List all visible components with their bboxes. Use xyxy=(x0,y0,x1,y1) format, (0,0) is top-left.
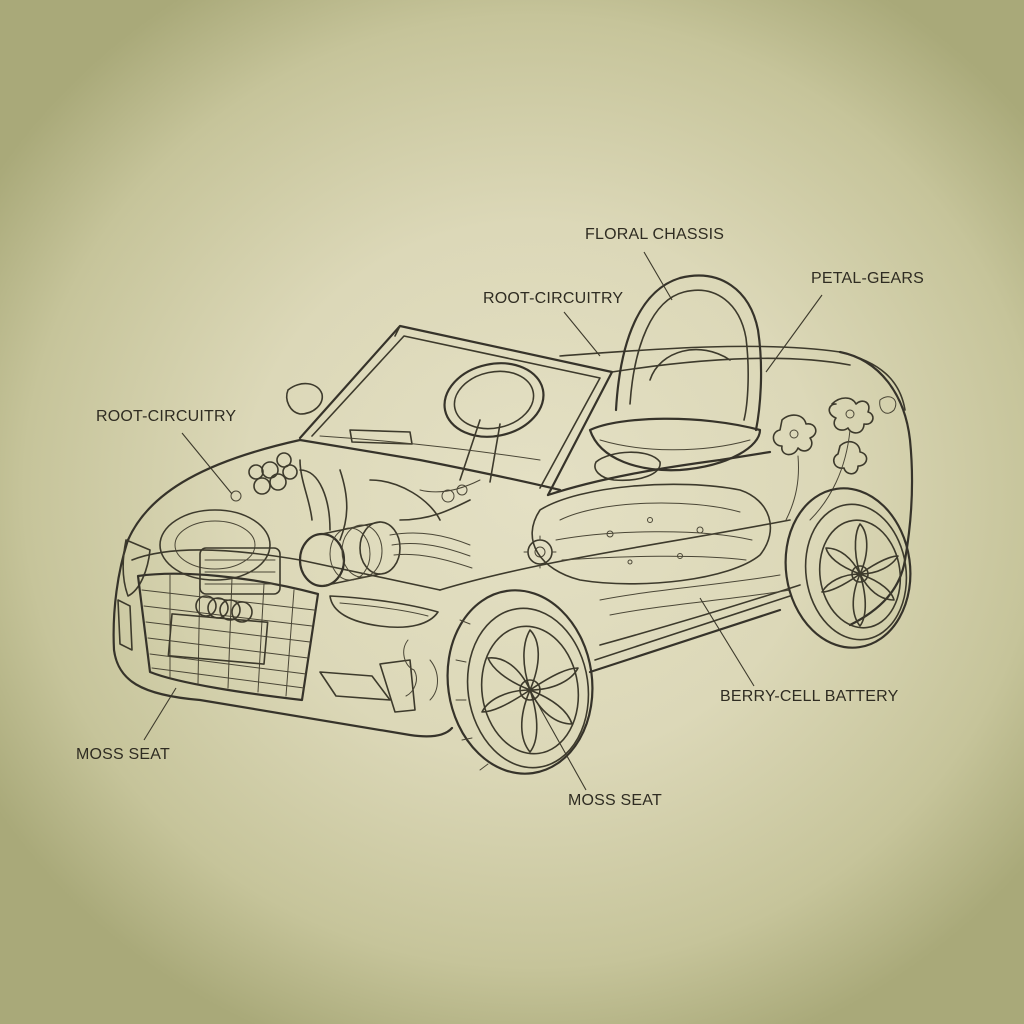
leader-petal-gears xyxy=(765,294,823,373)
steering-wheel xyxy=(319,362,545,483)
label-root-circuitry-left: ROOT-CIRCUITRY xyxy=(96,408,237,425)
label-petal-gears: PETAL-GEARS xyxy=(811,270,925,287)
leader-moss-seat-left xyxy=(143,687,177,741)
label-root-circuitry-top: ROOT-CIRCUITRY xyxy=(483,290,624,307)
leader-floral-chassis xyxy=(643,251,673,301)
car-body xyxy=(112,324,914,738)
engine-bay xyxy=(159,452,557,595)
label-berry-cell-battery: BERRY-CELL BATTERY xyxy=(720,688,899,705)
front-wheel xyxy=(446,589,594,775)
label-moss-seat-left: MOSS SEAT xyxy=(76,746,170,763)
leader-root-circuitry-left xyxy=(181,432,233,495)
battery-moss-pod xyxy=(531,483,791,616)
leader-root-circuitry-top xyxy=(563,311,601,357)
front-grille xyxy=(136,572,320,702)
seat xyxy=(588,274,763,472)
leader-berry-cell-battery xyxy=(699,597,755,687)
leader-lines xyxy=(143,251,823,791)
rear-wheel xyxy=(784,487,912,649)
rear-flowers xyxy=(403,396,897,701)
label-floral-chassis: FLORAL CHASSIS xyxy=(585,226,725,243)
label-moss-seat-bottom: MOSS SEAT xyxy=(568,792,662,809)
leader-moss-seat-bottom xyxy=(529,689,587,791)
